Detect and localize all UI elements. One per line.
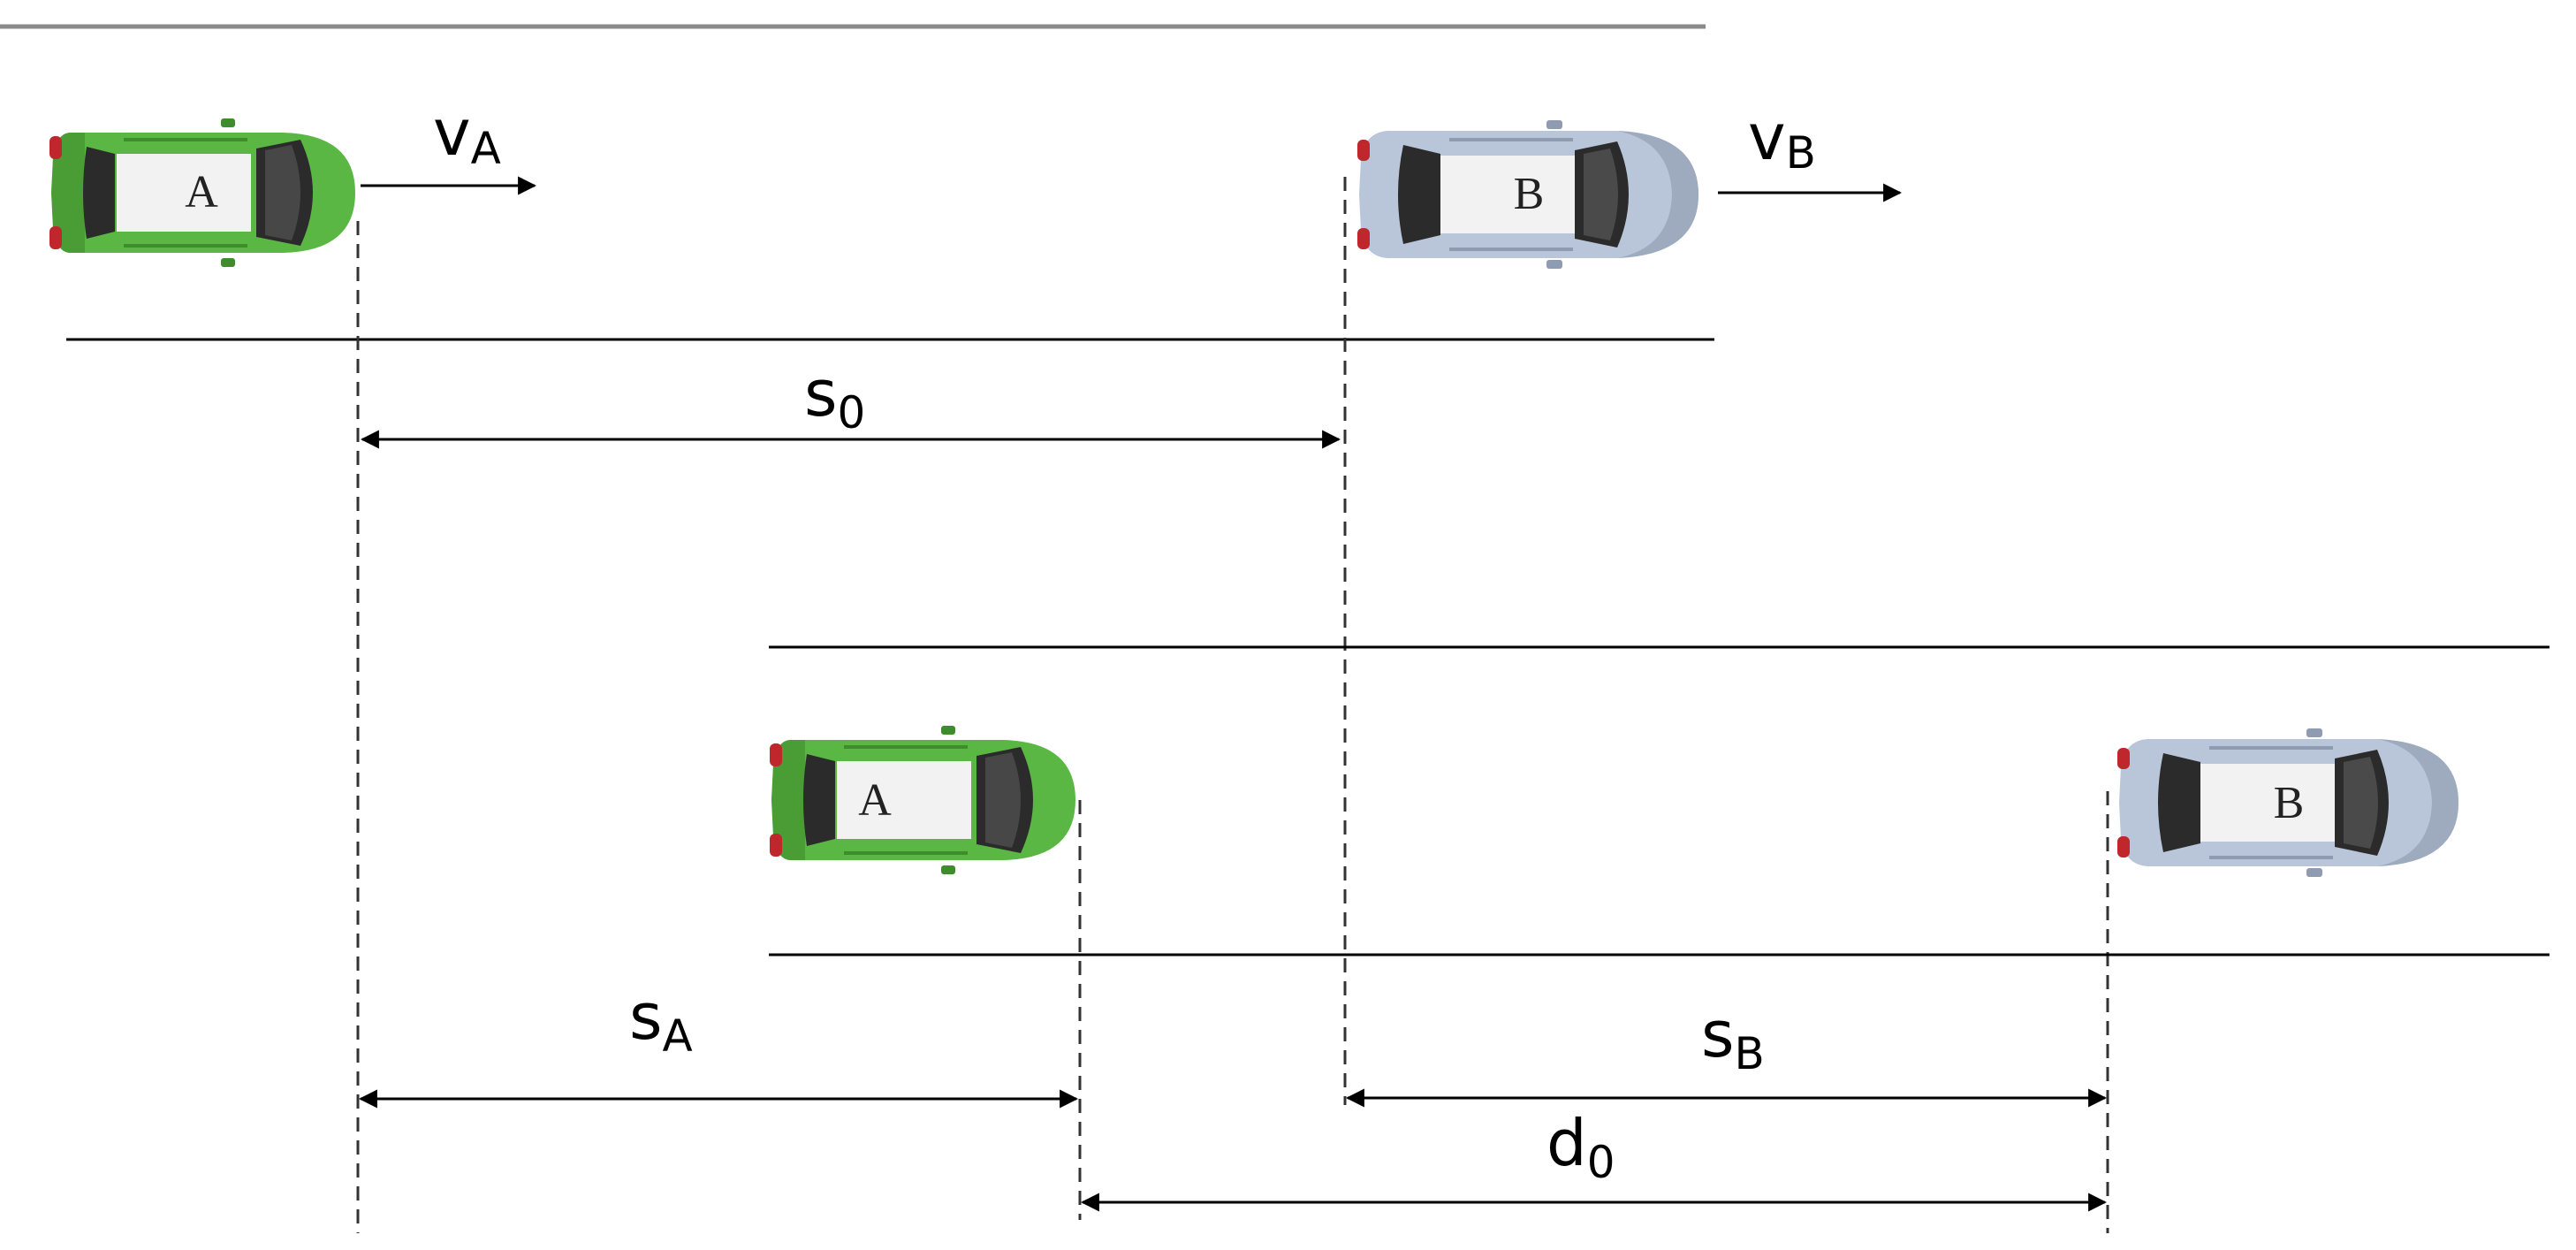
gap-s0-label: s0 <box>804 356 865 438</box>
car-b-bottom-label: B <box>2274 778 2305 828</box>
dist-sb-label: sB <box>1701 997 1765 1079</box>
velocity-b-label: vB <box>1748 100 1816 179</box>
car-a-bottom: A <box>768 724 1077 876</box>
car-a-top: A <box>48 117 357 269</box>
car-b-top: B <box>1357 120 1698 269</box>
dist-sa-label: sA <box>629 979 693 1062</box>
scene-top: A B vA vB s0 <box>0 24 1903 449</box>
scene-bottom: A B sA sB d0 <box>358 645 2549 1212</box>
velocity-a-label: vA <box>433 95 501 174</box>
reference-lines <box>356 177 2109 1233</box>
car-a-bottom-label: A <box>858 775 892 826</box>
car-b-bottom: B <box>2117 728 2458 877</box>
car-b-top-label: B <box>1514 169 1545 219</box>
final-gap-d0-label: d0 <box>1546 1106 1615 1188</box>
car-a-top-label: A <box>185 167 218 217</box>
